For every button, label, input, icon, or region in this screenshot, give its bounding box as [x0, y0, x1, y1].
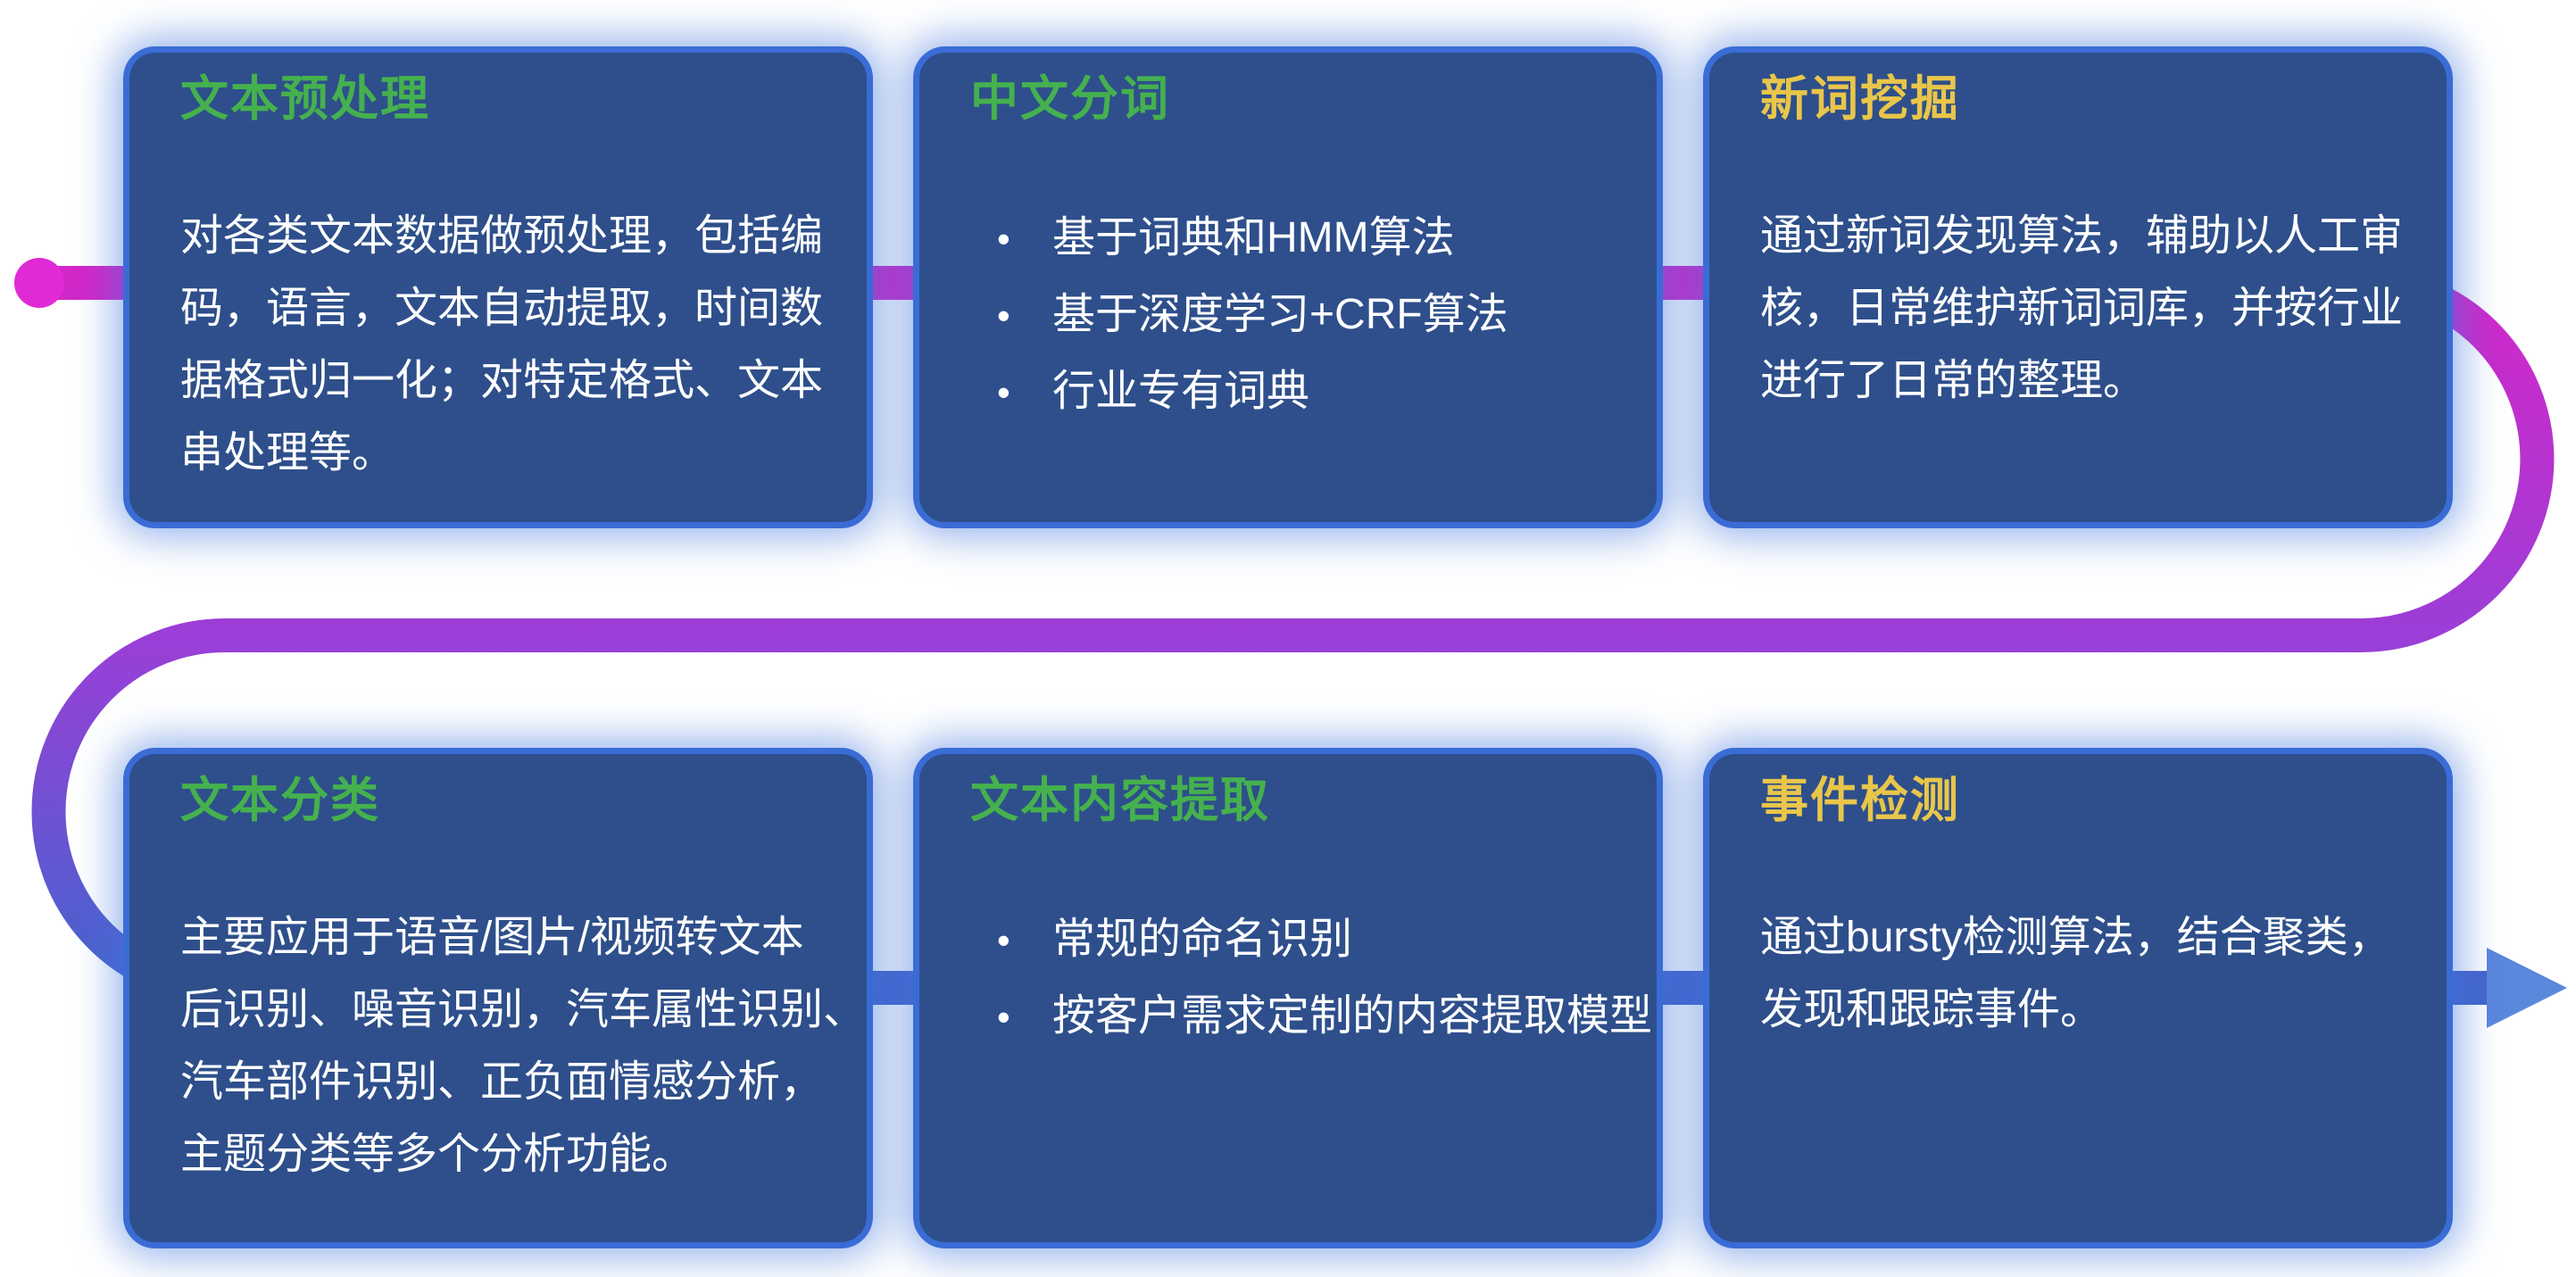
card-text-content-extraction: 文本内容提取 • 常规的命名识别 • 按客户需求定制的内容提取模型 [913, 748, 1663, 1248]
bullet-item: • 行业专有词典 [997, 353, 1617, 430]
body-line: 码，语言，文本自动提取，时间数 [180, 285, 824, 332]
card-title: 文本分类 [180, 774, 380, 827]
body-line: 通过新词发现算法，辅助以人工审 [1760, 212, 2404, 260]
body-line: 据格式归一化；对特定格式、文本 [180, 357, 824, 404]
card-body: 主要应用于语音/图片/视频转文本 后识别、噪音识别，汽车属性识别、 汽车部件识别… [180, 901, 867, 1190]
bullet-item: • 常规的命名识别 [997, 901, 1617, 978]
body-line: 对各类文本数据做预处理，包括编 [180, 212, 824, 260]
card-title: 新词挖掘 [1760, 72, 1960, 126]
bullet-text: 基于词典和HMM算法 [1052, 214, 1455, 261]
card-text-preprocessing: 文本预处理 对各类文本数据做预处理，包括编 码，语言，文本自动提取，时间数 据格… [123, 46, 873, 528]
body-line: 主题分类等多个分析功能。 [180, 1131, 695, 1178]
card-body: 通过新词发现算法，辅助以人工审 核，日常维护新词词库，并按行业 进行了日常的整理… [1760, 200, 2407, 417]
card-title: 事件检测 [1760, 774, 1960, 827]
card-body: 通过bursty检测算法，结合聚类， 发现和跟踪事件。 [1760, 901, 2407, 1046]
body-line: 进行了日常的整理。 [1760, 357, 2147, 404]
card-body: 对各类文本数据做预处理，包括编 码，语言，文本自动提取，时间数 据格式归一化；对… [180, 200, 827, 489]
body-line: 后识别、噪音识别，汽车属性识别、 [180, 986, 867, 1033]
body-line: 通过bursty检测算法，结合聚类， [1760, 914, 2391, 961]
body-line: 汽车部件识别、正负面情感分析， [180, 1058, 824, 1106]
bullet-item: • 基于词典和HMM算法 [997, 200, 1617, 277]
body-line: 核，日常维护新词词库，并按行业 [1760, 285, 2404, 332]
bullet-icon: • [997, 371, 1010, 413]
flow-arrowhead-icon [2487, 948, 2567, 1028]
card-bullet-list: • 常规的命名识别 • 按客户需求定制的内容提取模型 [970, 901, 1652, 1055]
bullet-text: 常规的命名识别 [1052, 916, 1353, 963]
bullet-item: • 基于深度学习+CRF算法 [997, 277, 1617, 353]
body-line: 主要应用于语音/图片/视频转文本 [180, 914, 804, 961]
card-text-classification: 文本分类 主要应用于语音/图片/视频转文本 后识别、噪音识别，汽车属性识别、 汽… [123, 748, 873, 1248]
bullet-icon: • [997, 294, 1010, 336]
bullet-icon: • [997, 218, 1010, 260]
card-new-word-mining: 新词挖掘 通过新词发现算法，辅助以人工审 核，日常维护新词词库，并按行业 进行了… [1703, 46, 2453, 528]
bullet-icon: • [997, 996, 1010, 1038]
bullet-text: 行业专有词典 [1052, 368, 1310, 415]
card-title: 中文分词 [970, 72, 1170, 126]
body-line: 发现和跟踪事件。 [1760, 986, 2104, 1033]
card-chinese-word-segmentation: 中文分词 • 基于词典和HMM算法 • 基于深度学习+CRF算法 • 行业专有词… [913, 46, 1663, 528]
card-event-detection: 事件检测 通过bursty检测算法，结合聚类， 发现和跟踪事件。 [1703, 748, 2453, 1248]
bullet-item: • 按客户需求定制的内容提取模型 [997, 978, 1652, 1055]
card-title: 文本预处理 [180, 72, 430, 126]
pipeline-path [31, 266, 2555, 1005]
flow-start-dot-icon [14, 258, 64, 308]
bullet-icon: • [997, 919, 1010, 961]
bullet-text: 基于深度学习+CRF算法 [1052, 291, 1508, 338]
body-line: 串处理等。 [180, 429, 395, 477]
bullet-text: 按客户需求定制的内容提取模型 [1052, 992, 1653, 1040]
card-bullet-list: • 基于词典和HMM算法 • 基于深度学习+CRF算法 • 行业专有词典 [970, 200, 1617, 430]
card-title: 文本内容提取 [970, 774, 1270, 827]
